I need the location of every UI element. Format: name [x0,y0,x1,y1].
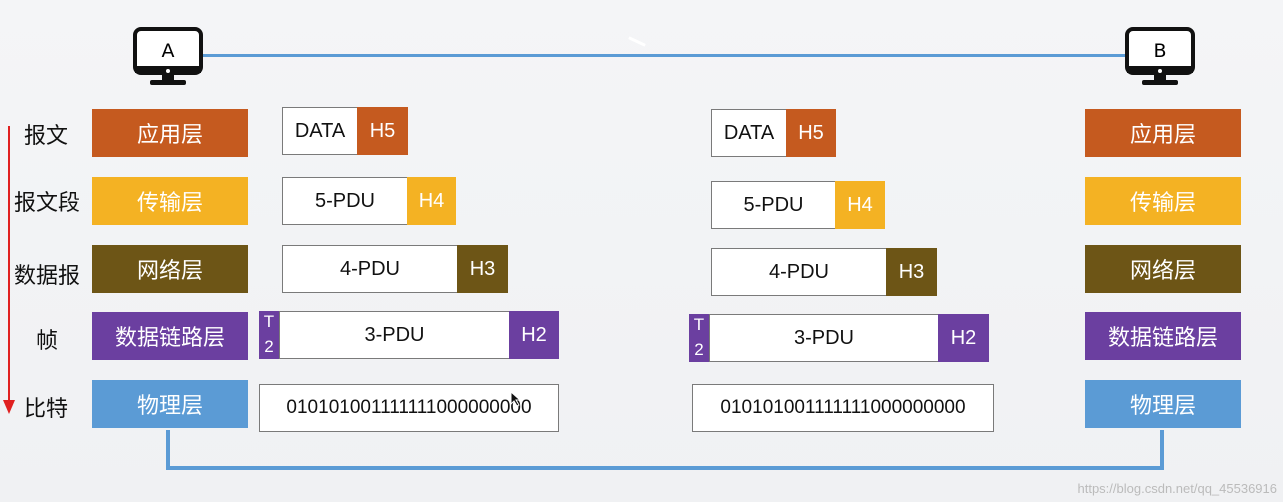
encapsulation-arrow-icon [3,126,15,414]
b-trailer-top: T [693,315,705,334]
a-transport-data: 5-PDU [282,177,408,225]
host-a-label: A [161,40,175,62]
a-transport-header-h4: H4 [407,177,456,225]
physical-link-left [166,430,170,470]
host-b-label: B [1153,40,1167,62]
a-network-header-h3: H3 [457,245,508,293]
a-app-header-h5: H5 [357,107,408,155]
cursor-mark [628,36,646,47]
host-b-transport-layer: 传输层 [1085,177,1241,225]
host-b-datalink-layer: 数据链路层 [1085,312,1241,360]
row-label-message: 报文 [24,124,69,149]
mouse-pointer-icon [510,391,522,407]
host-a-transport-layer: 传输层 [92,177,248,225]
host-b-monitor-icon: B [1124,26,1196,88]
host-b-application-layer: 应用层 [1085,109,1241,157]
host-b-physical-layer: 物理层 [1085,380,1241,428]
a-app-data: DATA [282,107,358,155]
b-app-header-h5: H5 [786,109,836,157]
b-datalink-trailer-t2: T 2 [689,314,709,362]
b-network-header-h3: H3 [886,248,937,296]
physical-link-bottom [166,466,1164,470]
watermark: https://blog.csdn.net/qq_45536916 [1077,481,1278,496]
row-label-datagram: 数据报 [14,264,81,289]
host-b-network-layer: 网络层 [1085,245,1241,293]
row-label-frame: 帧 [36,329,59,354]
host-a-network-layer: 网络层 [92,245,248,293]
a-datalink-trailer-t2: T 2 [259,311,279,359]
a-trailer-top: T [263,312,275,331]
a-trailer-bottom: 2 [264,337,274,356]
b-datalink-data: 3-PDU [709,314,939,362]
b-transport-data: 5-PDU [711,181,836,229]
host-a-application-layer: 应用层 [92,109,248,157]
a-network-data: 4-PDU [282,245,458,293]
b-transport-header-h4: H4 [835,181,885,229]
a-physical-bits: 010101001111111000000000 [259,384,559,432]
b-app-data: DATA [711,109,787,157]
a-datalink-header-h2: H2 [509,311,559,359]
b-trailer-bottom: 2 [694,340,704,359]
physical-link-right [1160,430,1164,470]
row-label-bit: 比特 [24,397,69,422]
row-label-segment: 报文段 [14,191,81,216]
b-datalink-header-h2: H2 [938,314,989,362]
host-a-monitor-icon: A [132,26,204,88]
host-a-datalink-layer: 数据链路层 [92,312,248,360]
top-link-line [202,54,1128,57]
host-a-physical-layer: 物理层 [92,380,248,428]
a-datalink-data: 3-PDU [279,311,510,359]
b-physical-bits: 010101001111111000000000 [692,384,994,432]
b-network-data: 4-PDU [711,248,887,296]
